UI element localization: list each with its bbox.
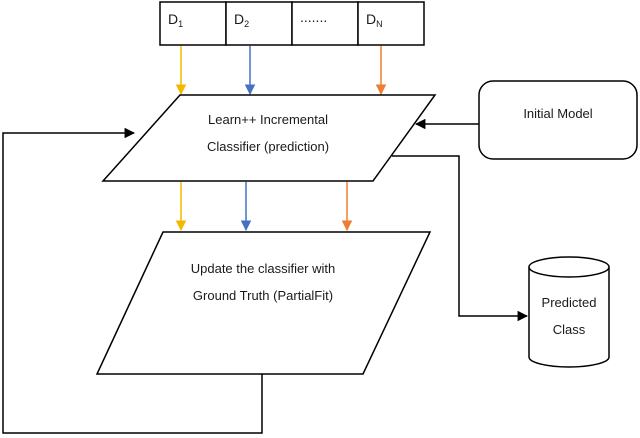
update-classifier-label-line1: Update the classifier with [191,261,336,276]
initial-model-node [478,80,638,160]
learn-classifier-label-line2: Classifier (prediction) [207,139,329,154]
update-classifier-label-line2: Ground Truth (PartialFit) [193,288,333,303]
data-blocks: D1 D2 ....... DN [159,1,425,46]
data-block-n [357,1,425,46]
data-block-ellipsis [291,1,359,46]
learn-classifier-label-line1: Learn++ Incremental [208,112,328,127]
data-block-1 [159,1,227,46]
data-block-ellipsis-label: ....... [300,9,327,25]
predicted-class-label-line2: Class [553,322,586,337]
initial-model-label: Initial Model [523,106,592,121]
data-block-n-label: DN [366,11,383,29]
data-block-2 [225,1,293,46]
arrow-learn-to-predicted [392,155,529,322]
feedback-loop-connector [2,127,263,434]
learn-classifier-node [101,94,437,182]
update-classifier-node [95,231,432,375]
data-block-2-label: D2 [234,11,249,29]
data-block-1-label: D1 [168,11,183,29]
predicted-class-node [528,256,610,368]
predicted-class-label-line1: Predicted [542,295,597,310]
